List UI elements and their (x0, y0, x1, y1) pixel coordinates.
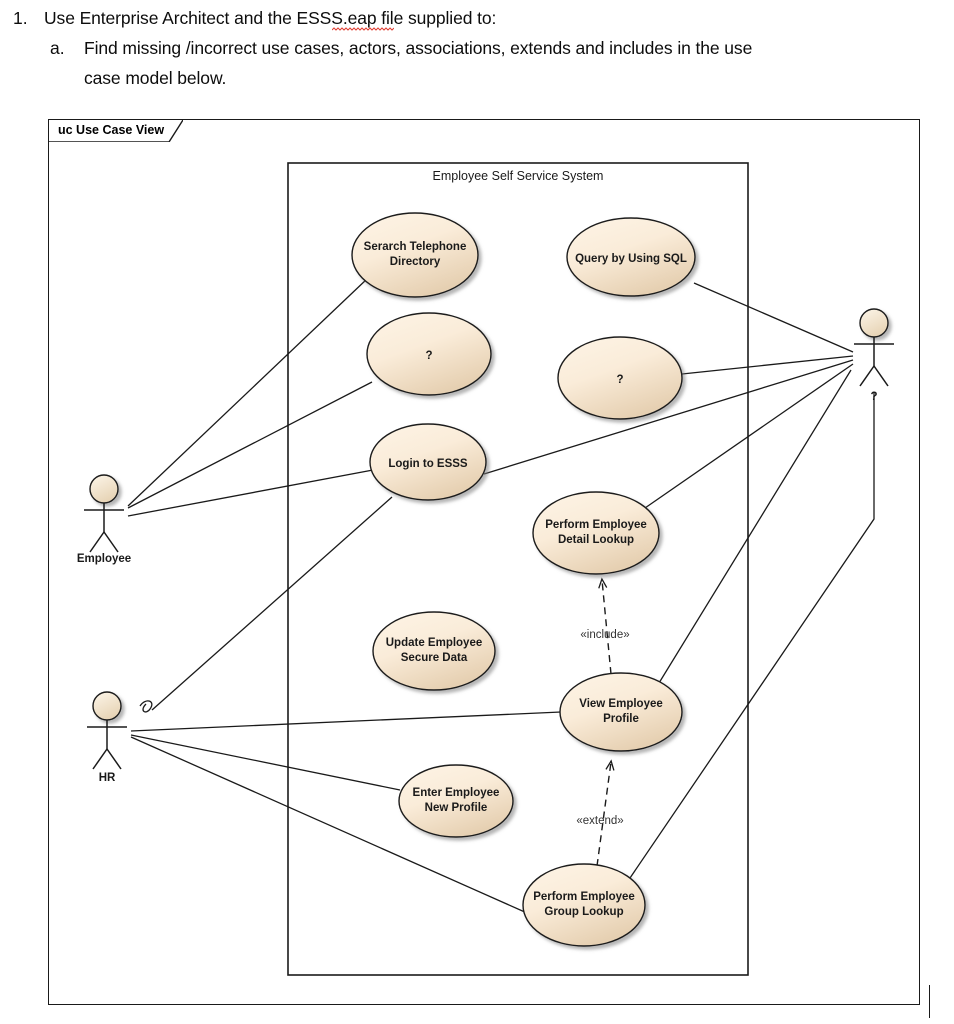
use-case-perform-employee-detail-lookup[interactable]: Perform Employee Detail Lookup (532, 491, 660, 575)
use-case-unknown-right[interactable]: ? (557, 336, 683, 420)
use-case-label: Detail Lookup (558, 534, 634, 546)
association-unknown-login[interactable] (483, 359, 854, 475)
actor-label: HR (99, 772, 116, 784)
question-sub-text-line1: Find missing /incorrect use cases, actor… (84, 38, 753, 58)
use-case-update-employee-secure-data[interactable]: Update Employee Secure Data (372, 611, 496, 691)
use-case-label: Login to ESSS (388, 458, 468, 470)
use-case-label: ? (425, 350, 432, 362)
use-case-label: Update Employee (386, 637, 483, 649)
use-case-label: View Employee (579, 698, 663, 710)
dependency-extend-group-to-view[interactable] (596, 759, 615, 867)
actor-employee[interactable]: Employee (77, 474, 131, 565)
use-case-label: Secure Data (401, 652, 468, 664)
association-hr-enter-profile[interactable] (130, 734, 401, 791)
use-case-label: ? (616, 374, 623, 386)
use-case-label: Directory (390, 256, 441, 268)
use-case-perform-employee-group-lookup[interactable]: Perform Employee Group Lookup (522, 863, 646, 947)
page-edge-mark (929, 985, 930, 1018)
use-case-unknown-left[interactable]: ? (366, 312, 492, 396)
use-case-label: Enter Employee (413, 787, 500, 799)
association-unknown-query-sql[interactable] (693, 282, 854, 353)
association-employee-login[interactable] (127, 469, 374, 517)
use-case-enter-employee-new-profile[interactable]: Enter Employee New Profile (398, 764, 514, 838)
use-case-label: Perform Employee (533, 891, 635, 903)
frame-tab (49, 120, 183, 142)
association-unknown-group-lookup[interactable] (629, 392, 875, 879)
actor-label: Employee (77, 553, 131, 565)
question-sub-text-line2: case model below. (84, 68, 227, 88)
question-block: 1. Use Enterprise Architect and the ESSS… (0, 0, 954, 110)
association-lines (127, 277, 875, 914)
association-employee-unknown-left[interactable] (127, 381, 373, 509)
association-hr-group-lookup[interactable] (130, 736, 528, 914)
dependency-arrows (596, 577, 615, 867)
list-marker-1: 1. (13, 8, 28, 28)
use-case-label: Profile (603, 713, 639, 725)
association-employee-search-directory[interactable] (127, 277, 369, 507)
actor-unknown[interactable]: ? (854, 308, 894, 403)
association-hr-view-profile[interactable] (130, 711, 562, 732)
use-case-query-by-using-sql[interactable]: Query by Using SQL (566, 217, 696, 297)
actor-label: ? (870, 391, 877, 403)
use-case-label: Serarch Telephone (364, 241, 467, 253)
use-case-label: Group Lookup (544, 906, 623, 918)
association-unknown-unknown-right[interactable] (681, 355, 854, 375)
question-item-text: Use Enterprise Architect and the ESSS.ea… (44, 8, 497, 28)
dependency-include-view-to-detail[interactable] (598, 577, 612, 675)
use-case-label: Query by Using SQL (575, 253, 687, 265)
spellcheck-squiggle-icon (332, 27, 394, 31)
use-case-label: Perform Employee (545, 519, 647, 531)
association-hr-login[interactable] (151, 496, 393, 711)
use-case-label: New Profile (425, 802, 488, 814)
use-case-view-employee-profile[interactable]: View Employee Profile (559, 672, 683, 752)
actor-hr[interactable]: HR (87, 691, 127, 784)
use-case-login-to-esss[interactable]: Login to ESSS (369, 423, 487, 501)
frame-label: uc Use Case View (58, 123, 165, 137)
association-unknown-detail-lookup[interactable] (644, 363, 854, 509)
association-unknown-view-profile[interactable] (658, 369, 852, 684)
list-marker-a: a. (50, 38, 65, 58)
use-case-search-telephone-directory[interactable]: Serarch Telephone Directory (351, 212, 479, 298)
